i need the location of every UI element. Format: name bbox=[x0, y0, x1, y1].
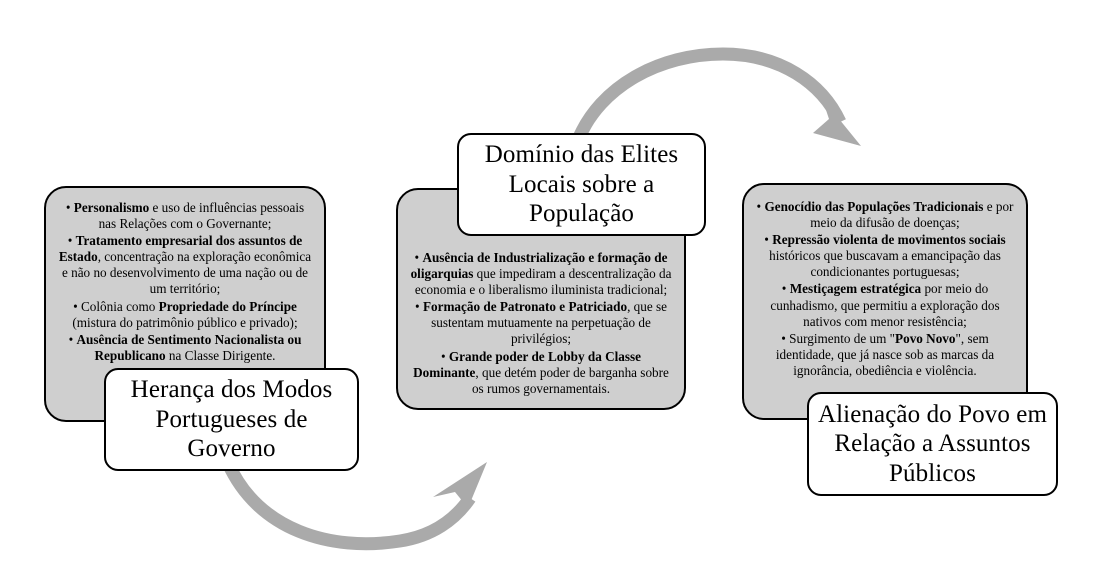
title-box-alienacao[interactable]: Alienação do Povo em Relação a Assuntos … bbox=[807, 392, 1058, 496]
bullet-item: • Genocídio das Populações Tradicionais … bbox=[756, 199, 1014, 231]
title-box-heranca[interactable]: Herança dos Modos Portugueses de Governo bbox=[104, 368, 359, 471]
arrow-2-to-3 bbox=[571, 47, 861, 146]
bullet-item: • Ausência de Industrialização e formaçã… bbox=[410, 250, 672, 298]
title-box-dominio-elites[interactable]: Domínio das Elites Locais sobre a Popula… bbox=[457, 133, 706, 236]
content-panel-alienacao: • Genocídio das Populações Tradicionais … bbox=[742, 183, 1028, 420]
bullet-item: • Personalismo e uso de influências pess… bbox=[65, 200, 305, 232]
bullet-list-2: • Ausência de Industrialização e formaçã… bbox=[408, 198, 674, 397]
title-label-dominio-elites: Domínio das Elites Locais sobre a Popula… bbox=[484, 141, 679, 228]
bullet-item: • Surgimento de um "Povo Novo", sem iden… bbox=[775, 330, 995, 378]
bullet-item: • Ausência de Sentimento Nacionalista ou… bbox=[68, 331, 302, 363]
bullet-list-1: • Personalismo e uso de influências pess… bbox=[56, 196, 314, 364]
bullet-item: • Mestiçagem estratégica por meio do cun… bbox=[770, 281, 1000, 329]
bullet-item: • Repressão violenta de movimentos socia… bbox=[764, 232, 1006, 280]
title-label-heranca: Herança dos Modos Portugueses de Governo bbox=[130, 376, 333, 463]
bullet-item: • Colônia como Propriedade do Príncipe (… bbox=[72, 298, 298, 330]
bullet-item: • Tratamento empresarial dos assuntos de… bbox=[58, 233, 312, 297]
arrow-1-to-2 bbox=[222, 460, 487, 551]
bullet-item: • Grande poder de Lobby da Classe Domina… bbox=[413, 348, 669, 396]
title-label-alienacao: Alienação do Povo em Relação a Assuntos … bbox=[817, 400, 1048, 487]
bullet-item: • Formação de Patronato e Patriciado, qu… bbox=[415, 299, 667, 347]
bullet-list-3: • Genocídio das Populações Tradicionais … bbox=[754, 193, 1016, 379]
